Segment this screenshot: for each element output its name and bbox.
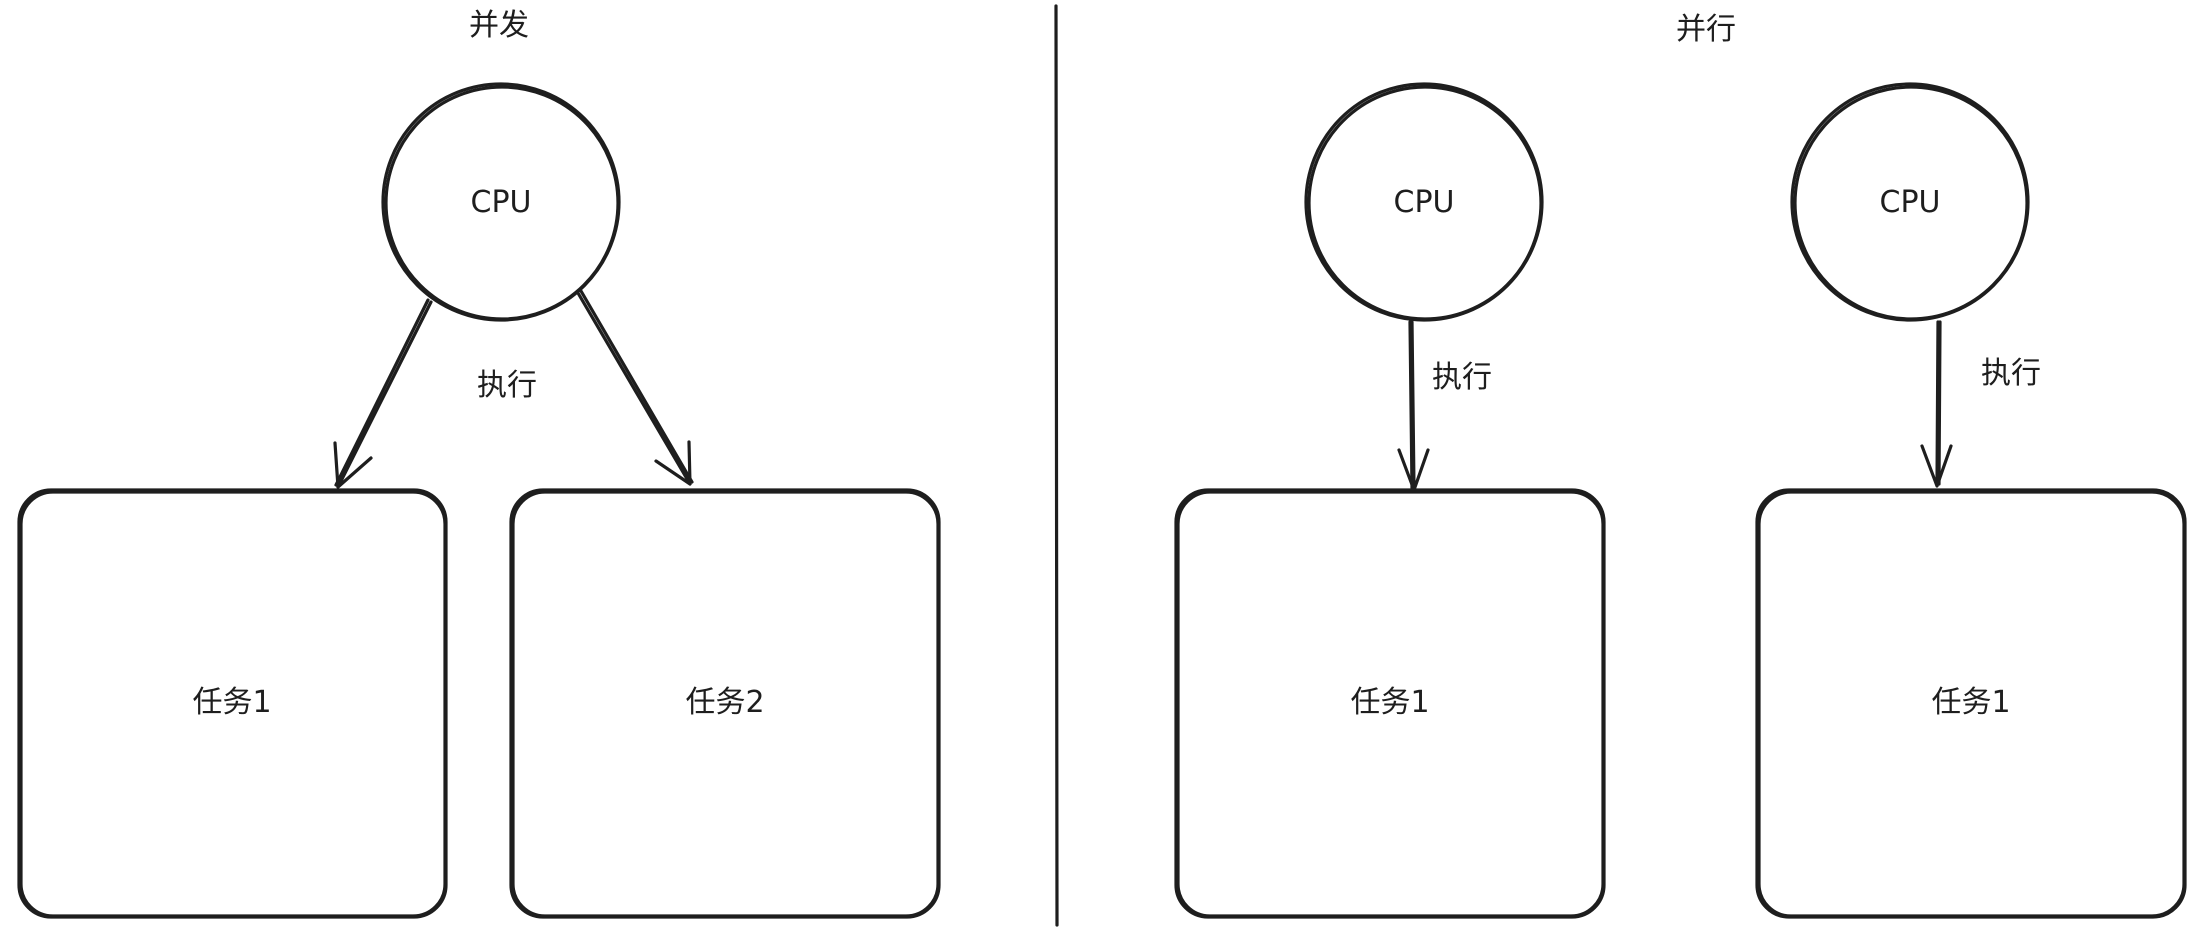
left-task2-box: 任务2 [509,488,941,919]
left-task2-label: 任务2 [685,685,764,720]
right-task1-label: 任务1 [1350,685,1429,720]
panel-divider [1054,4,1059,927]
left-edge-label: 执行 [477,368,537,403]
left-arrow-task2 [576,289,694,486]
right-edge1-label: 执行 [1432,360,1492,395]
right-edge2-label: 执行 [1981,356,2041,391]
right-task1-box: 任务1 [1174,488,1606,919]
right-task2-box: 任务1 [1755,488,2187,919]
left-arrow-task1 [333,298,433,489]
right-arrow-task2 [1920,320,1953,488]
right-cpu2-node: CPU [1790,82,2030,322]
left-title: 并发 [469,8,529,43]
left-cpu-node: CPU [381,82,621,322]
left-task1-box: 任务1 [17,488,448,919]
right-task2-label: 任务1 [1931,685,2010,720]
left-task1-label: 任务1 [192,685,271,720]
right-cpu1-label: CPU [1394,185,1455,220]
left-cpu-label: CPU [471,185,532,220]
right-title: 并行 [1676,12,1736,47]
right-arrow-task1 [1397,320,1430,492]
right-cpu2-label: CPU [1880,185,1941,220]
right-cpu1-node: CPU [1304,82,1544,322]
